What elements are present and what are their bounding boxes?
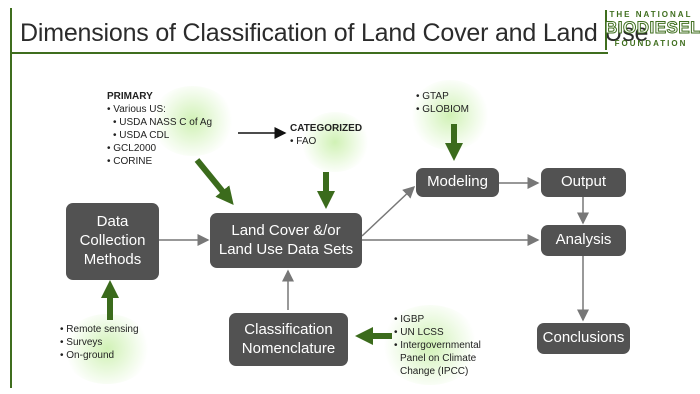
highlight-glow — [62, 314, 152, 384]
highlight-glow — [380, 305, 480, 385]
highlight-glow — [150, 86, 235, 156]
primary-sources-list: PRIMARY • Various US: • USDA NASS C of A… — [107, 90, 212, 168]
list-item: • GCL2000 — [107, 143, 157, 154]
box-label-line: Nomenclature — [241, 339, 336, 357]
arrow-landcover-to-modeling — [361, 185, 416, 237]
biodiesel-foundation-logo: THE NATIONAL BIODIESEL FOUNDATION — [605, 10, 700, 50]
highlight-glow — [410, 80, 490, 150]
classification-nomenclature-box: Classification Nomenclature — [229, 313, 348, 366]
output-box: Output — [541, 168, 626, 197]
land-cover-data-sets-box: Land Cover &/or Land Use Data Sets — [210, 213, 362, 268]
list-item: • USDA CDL — [113, 130, 170, 141]
logo-line-3: FOUNDATION — [614, 39, 688, 48]
box-label-line: Land Cover &/or — [231, 221, 341, 239]
list-item: • GLOBIOM — [416, 104, 469, 115]
box-label-line: Classification — [244, 320, 333, 338]
list-item: • Remote sensing — [60, 324, 139, 335]
logo-line-2: BIODIESEL — [605, 18, 700, 38]
models-list: • GTAP • GLOBIOM — [416, 90, 469, 116]
box-label-line: Collection — [79, 232, 146, 250]
logo-rule — [605, 10, 607, 50]
box-label-line: Data — [96, 213, 129, 231]
primary-heading: PRIMARY — [107, 91, 153, 102]
data-collection-methods-box: Data Collection Methods — [66, 203, 159, 280]
list-item: • UN LCSS — [394, 327, 444, 338]
analysis-box: Analysis — [541, 225, 626, 256]
box-label-line: Land Use Data Sets — [218, 240, 354, 258]
green-arrow-primary — [194, 158, 234, 205]
logo-line-1: THE NATIONAL — [609, 10, 693, 19]
list-item: • CORINE — [107, 156, 153, 167]
title-underline — [12, 52, 608, 54]
slide-title: Dimensions of Classification of Land Cov… — [20, 19, 649, 47]
list-item: Panel on Climate — [400, 353, 477, 364]
list-item: • On-ground — [60, 350, 115, 361]
list-item: • Surveys — [60, 337, 103, 348]
categorized-sources-list: CATEGORIZED • FAO — [290, 122, 362, 148]
list-item: • Intergovernmental — [394, 340, 481, 351]
collection-methods-list: • Remote sensing • Surveys • On-ground — [60, 323, 139, 362]
list-item: • FAO — [290, 136, 317, 147]
list-item: • USDA NASS C of Ag — [113, 117, 213, 128]
highlight-glow — [300, 112, 370, 172]
nomenclature-list: • IGBP • UN LCSS • Intergovernmental Pan… — [394, 313, 481, 378]
list-item: Change (IPCC) — [400, 366, 469, 377]
conclusions-box: Conclusions — [537, 323, 630, 354]
list-item: • GTAP — [416, 91, 449, 102]
left-accent-bar — [10, 8, 12, 388]
list-item: • IGBP — [394, 314, 425, 325]
list-item: • Various US: — [107, 104, 166, 115]
modeling-box: Modeling — [416, 168, 499, 197]
categorized-heading: CATEGORIZED — [290, 123, 363, 134]
box-label-line: Methods — [83, 250, 142, 268]
